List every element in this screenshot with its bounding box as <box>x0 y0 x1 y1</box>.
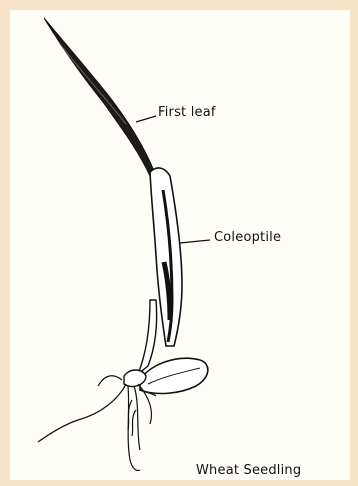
first-leaf-shape <box>44 18 156 176</box>
roots <box>38 376 156 471</box>
seed-shape <box>140 358 208 393</box>
first-leaf-label: First leaf <box>158 105 216 120</box>
coleoptile-label: Coleoptile <box>214 230 281 245</box>
figure-caption: Wheat Seedling <box>196 463 301 478</box>
first-leaf-pointer <box>136 116 156 122</box>
stem-shape <box>138 300 157 374</box>
coleoptile-pointer <box>180 240 210 243</box>
